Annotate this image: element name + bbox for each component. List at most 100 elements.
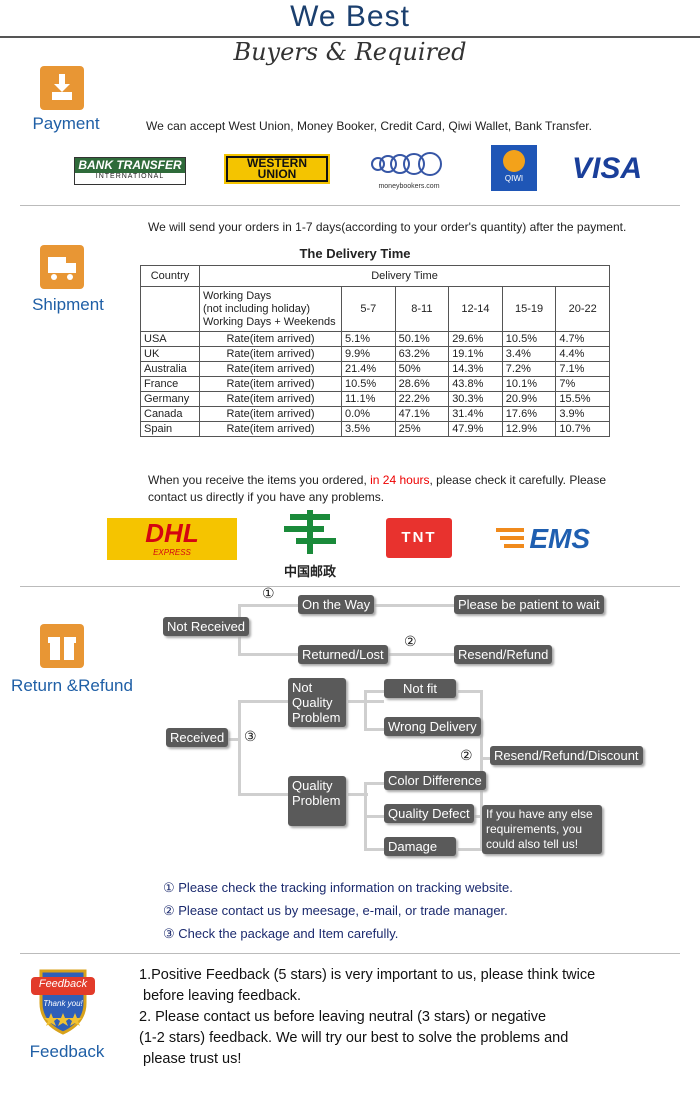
table-cell: Rate(item arrived)	[199, 376, 342, 392]
tnt-logo: TNT	[386, 518, 452, 558]
table-header-country: Country	[140, 265, 200, 287]
moneybookers-logo: moneybookers.com	[366, 150, 452, 190]
table-cell: Rate(item arrived)	[199, 361, 342, 377]
table-cell: 10.1%	[501, 376, 557, 392]
range-cell: 20-22	[555, 286, 610, 332]
table-cell: Rate(item arrived)	[199, 406, 342, 422]
table-cell: 30.3%	[448, 391, 503, 407]
feedback-text: 1.Positive Feedback (5 stars) is very im…	[139, 967, 596, 1067]
qiwi-logo: QIWI	[491, 145, 537, 191]
range-cell: 8-11	[394, 286, 450, 332]
table-cell: 7.1%	[555, 361, 610, 377]
table-header-delivery: Delivery Time	[199, 265, 610, 287]
shipment-label: Shipment	[32, 295, 104, 314]
step-marker-2: ②	[404, 633, 417, 649]
feedback-label: Feedback	[29, 1042, 105, 1061]
range-cell: 12-14	[448, 286, 503, 332]
wrong-delivery-box: Wrong Delivery	[384, 717, 481, 736]
step-marker-3: ③	[244, 728, 257, 744]
table-cell: Rate(item arrived)	[199, 331, 342, 347]
table-cell: 4.4%	[555, 346, 610, 362]
resend-refund-box: Resend/Refund	[454, 645, 553, 664]
table-cell: Rate(item arrived)	[199, 391, 342, 407]
refund-note-1: ① Please check the tracking information …	[163, 880, 513, 895]
table-cell: 31.4%	[448, 406, 503, 422]
table-cell: 43.8%	[448, 376, 503, 392]
visa-logo: VISA	[572, 152, 643, 185]
table-cell: 0.0%	[341, 406, 396, 422]
delivery-table-title: The Delivery Time	[299, 246, 411, 261]
table-cell: 19.1%	[448, 346, 503, 362]
step-marker-1: ①	[262, 585, 275, 601]
range-cell: 5-7	[341, 286, 396, 332]
payment-text: We can accept West Union, Money Booker, …	[146, 119, 592, 133]
table-cell: Rate(item arrived)	[199, 421, 342, 437]
table-cell: 3.4%	[501, 346, 557, 362]
table-cell: Spain	[140, 421, 200, 437]
refund-label: Return &Refund	[11, 676, 133, 695]
step-marker-2b: ②	[460, 747, 473, 763]
payment-icon	[40, 66, 84, 110]
western-union-top: WESTERN	[247, 156, 307, 170]
table-cell: 11.1%	[341, 391, 396, 407]
table-cell: 17.6%	[501, 406, 557, 422]
shipment-intro: We will send your orders in 1-7 days(acc…	[148, 220, 627, 234]
be-patient-box: Please be patient to wait	[454, 595, 604, 614]
table-cell: UK	[140, 346, 200, 362]
table-cell: 7.2%	[501, 361, 557, 377]
quality-defect-box: Quality Defect	[384, 804, 474, 823]
quality-problem-box: Quality Problem	[288, 776, 346, 826]
refund-note-2: ② Please contact us by meesage, e-mail, …	[163, 903, 508, 918]
not-received-box: Not Received	[163, 617, 250, 636]
damage-box: Damage	[384, 837, 456, 856]
table-cell: 14.3%	[448, 361, 503, 377]
table-cell: 5.1%	[341, 331, 396, 347]
delivery-time-table: Country Delivery Time Working Days (not …	[140, 265, 610, 437]
received-box: Received	[166, 728, 229, 747]
section-divider	[20, 953, 680, 954]
moneybookers-text: moneybookers.com	[378, 183, 440, 190]
table-cell: 22.2%	[394, 391, 450, 407]
table-cell: 50%	[394, 361, 450, 377]
page-subtitle: Buyers & Required	[233, 38, 467, 66]
table-cell: 7%	[555, 376, 610, 392]
section-divider	[20, 205, 680, 206]
dhl-logo: DHL EXPRESS	[107, 518, 237, 560]
other-requirements-box: If you have any else requirements, you c…	[482, 805, 602, 854]
table-cell: 10.7%	[555, 421, 610, 437]
working-days-cell: Working Days (not including holiday) Wor…	[199, 286, 342, 332]
header-divider	[0, 36, 700, 38]
table-cell: 3.9%	[555, 406, 610, 422]
returned-lost-box: Returned/Lost	[298, 645, 388, 664]
payment-label: Payment	[32, 114, 100, 133]
bank-transfer-logo: BANK TRANSFER INTERNATIONAL	[74, 157, 186, 185]
not-quality-problem-box: Not Quality Problem	[288, 678, 346, 727]
table-cell: France	[140, 376, 200, 392]
table-cell: 50.1%	[394, 331, 450, 347]
table-cell: 28.6%	[394, 376, 450, 392]
table-cell: 25%	[394, 421, 450, 437]
table-cell: 47.9%	[448, 421, 503, 437]
table-cell: 10.5%	[501, 331, 557, 347]
range-cell: 15-19	[501, 286, 557, 332]
color-difference-box: Color Difference	[384, 771, 486, 790]
china-post-logo: 中国邮政	[270, 506, 350, 579]
western-union-logo: WESTERN UNION	[224, 154, 330, 184]
table-cell: 4.7%	[555, 331, 610, 347]
shipment-icon	[40, 245, 84, 289]
table-cell: 12.9%	[501, 421, 557, 437]
table-cell: USA	[140, 331, 200, 347]
table-cell: 63.2%	[394, 346, 450, 362]
page-title: We Best	[290, 0, 410, 33]
gift-icon	[40, 624, 84, 668]
table-cell: 29.6%	[448, 331, 503, 347]
table-cell: 15.5%	[555, 391, 610, 407]
table-cell: Rate(item arrived)	[199, 346, 342, 362]
bank-transfer-logo-bottom: INTERNATIONAL	[95, 173, 165, 180]
